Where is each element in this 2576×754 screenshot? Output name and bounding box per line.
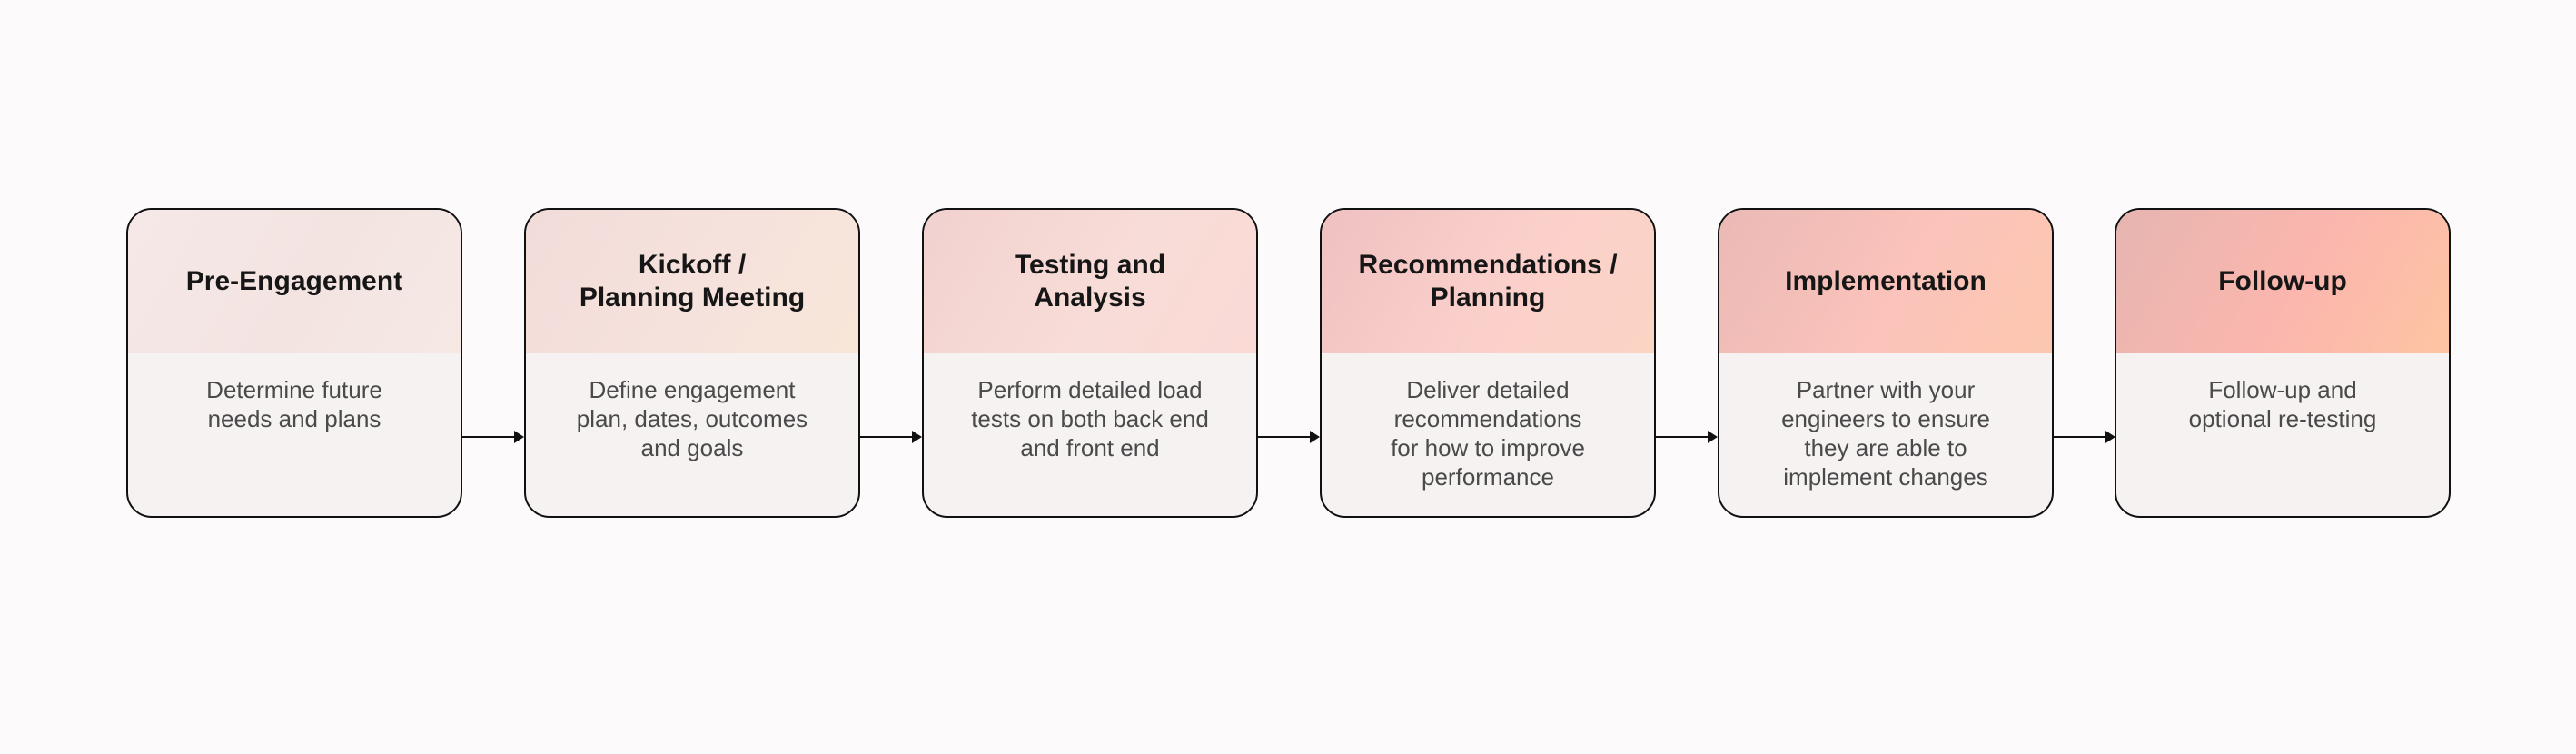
arrow-connector <box>1656 431 1718 443</box>
step-description: Perform detailed load tests on both back… <box>971 376 1209 461</box>
step-header: Kickoff / Planning Meeting <box>526 210 858 353</box>
step-header: Implementation <box>1719 210 2052 353</box>
step-card-kickoff: Kickoff / Planning Meeting Define engage… <box>524 208 860 518</box>
step-description: Partner with your engineers to ensure th… <box>1781 376 1990 491</box>
step-body: Determine future needs and plans <box>128 353 461 516</box>
arrow-connector <box>2054 431 2115 443</box>
step-description: Determine future needs and plans <box>206 376 382 432</box>
step-title: Testing and Analysis <box>1014 250 1166 313</box>
step-body: Partner with your engineers to ensure th… <box>1719 353 2052 516</box>
step-title: Pre-Engagement <box>185 266 403 296</box>
step-title: Recommendations / Planning <box>1358 250 1618 313</box>
arrow-connector <box>860 431 922 443</box>
step-header: Recommendations / Planning <box>1322 210 1654 353</box>
arrow-connector <box>1258 431 1320 443</box>
step-header: Pre-Engagement <box>128 210 461 353</box>
step-description: Follow-up and optional re-testing <box>2188 376 2377 432</box>
step-card-pre-engagement: Pre-Engagement Determine future needs an… <box>126 208 462 518</box>
step-title: Follow-up <box>2218 266 2347 296</box>
step-title: Implementation <box>1785 266 1986 296</box>
step-header: Follow-up <box>2116 210 2449 353</box>
step-body: Perform detailed load tests on both back… <box>924 353 1256 516</box>
step-body: Deliver detailed recommendations for how… <box>1322 353 1654 516</box>
step-description: Define engagement plan, dates, outcomes … <box>576 376 808 461</box>
step-title: Kickoff / Planning Meeting <box>579 250 806 313</box>
arrow-connector <box>462 431 524 443</box>
step-description: Deliver detailed recommendations for how… <box>1391 376 1585 491</box>
step-card-follow-up: Follow-up Follow-up and optional re-test… <box>2115 208 2451 518</box>
step-card-recommendations: Recommendations / Planning Deliver detai… <box>1320 208 1656 518</box>
step-body: Define engagement plan, dates, outcomes … <box>526 353 858 516</box>
step-card-implementation: Implementation Partner with your enginee… <box>1718 208 2054 518</box>
step-body: Follow-up and optional re-testing <box>2116 353 2449 516</box>
step-header: Testing and Analysis <box>924 210 1256 353</box>
step-card-testing: Testing and Analysis Perform detailed lo… <box>922 208 1258 518</box>
